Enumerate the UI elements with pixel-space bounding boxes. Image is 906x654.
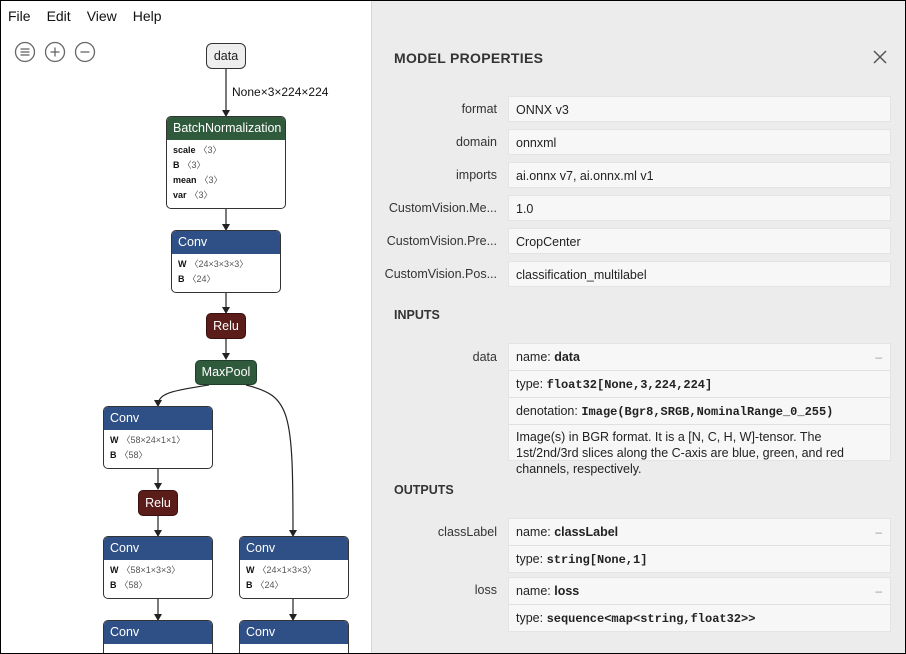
node-attr: B〈3〉 bbox=[173, 160, 206, 170]
prop-label-domain: domain bbox=[456, 135, 497, 149]
inputs-header: INPUTS bbox=[394, 308, 440, 322]
output-name-row: name: classLabel – bbox=[509, 519, 890, 546]
menu-view[interactable]: View bbox=[86, 8, 117, 24]
prop-value-imports: ai.onnx v7, ai.onnx.ml v1 bbox=[508, 162, 891, 188]
node-conv-1[interactable]: Conv W〈24×3×3×3〉 B〈24〉 bbox=[171, 230, 281, 293]
node-attr: var〈3〉 bbox=[173, 190, 213, 200]
prop-value-domain: onnxml bbox=[508, 129, 891, 155]
node-attr: B〈58〉 bbox=[110, 580, 148, 590]
node-attr: mean〈3〉 bbox=[173, 175, 223, 185]
node-title: BatchNormalization bbox=[167, 117, 285, 140]
node-title: Conv bbox=[104, 407, 212, 430]
prop-label-format: format bbox=[461, 102, 497, 116]
graph-toolbar bbox=[13, 40, 103, 64]
output-name-row: name: loss – bbox=[509, 578, 890, 605]
close-button[interactable] bbox=[870, 47, 890, 67]
edge-pool-conv2 bbox=[154, 384, 210, 407]
node-relu-1[interactable]: Relu bbox=[206, 313, 246, 339]
collapse-icon[interactable]: – bbox=[875, 350, 882, 364]
node-attr: W〈24×1×3×3〉 bbox=[246, 565, 317, 575]
node-title: Conv bbox=[172, 231, 280, 254]
node-attributes: W〈58×24×1×1〉 B〈58〉 bbox=[104, 430, 212, 466]
prop-label-customvision-preprocess: CustomVision.Pre... bbox=[386, 234, 497, 248]
input-shape-label: None×3×224×224 bbox=[232, 85, 329, 99]
node-attributes: scale〈3〉 B〈3〉 mean〈3〉 var〈3〉 bbox=[167, 140, 285, 206]
menu-help[interactable]: Help bbox=[132, 8, 162, 24]
node-attr: W〈24×3×3×3〉 bbox=[178, 259, 249, 269]
graph-input-label: data bbox=[213, 49, 239, 63]
node-batchnormalization[interactable]: BatchNormalization scale〈3〉 B〈3〉 mean〈3〉… bbox=[166, 116, 286, 209]
node-relu-2[interactable]: Relu bbox=[138, 490, 178, 516]
menu-edit[interactable]: Edit bbox=[46, 8, 71, 24]
input-data-box[interactable]: name: data – type: float32[None,3,224,22… bbox=[508, 343, 891, 476]
node-attr: B〈24〉 bbox=[246, 580, 284, 590]
panel-title: MODEL PROPERTIES bbox=[394, 50, 544, 66]
node-title: Conv bbox=[104, 621, 212, 644]
node-conv-5[interactable]: Conv bbox=[103, 620, 213, 653]
input-name-row: name: data – bbox=[509, 344, 890, 371]
graph-canvas[interactable]: data None×3×224×224 BatchNormalization s… bbox=[1, 31, 371, 653]
node-attributes: W〈58×1×3×3〉 B〈58〉 bbox=[104, 560, 212, 596]
zoom-out-icon[interactable] bbox=[73, 40, 97, 64]
node-attr: W〈58×1×3×3〉 bbox=[110, 565, 181, 575]
node-conv-6[interactable]: Conv bbox=[239, 620, 349, 653]
output-classlabel-box[interactable]: name: classLabel – type: string[None,1] bbox=[508, 518, 891, 573]
output-label-classlabel: classLabel bbox=[437, 525, 497, 539]
node-attr: B〈58〉 bbox=[110, 450, 148, 460]
output-type-row: type: string[None,1] bbox=[516, 552, 648, 567]
graph-input-node[interactable]: data bbox=[206, 43, 246, 69]
output-label-loss: loss bbox=[474, 583, 497, 597]
node-attr: W〈58×24×1×1〉 bbox=[110, 435, 186, 445]
close-icon bbox=[873, 50, 887, 64]
prop-value-customvision-metadata: 1.0 bbox=[508, 195, 891, 221]
node-attr: B〈24〉 bbox=[178, 274, 216, 284]
output-type-row: type: sequence<map<string,float32>> bbox=[516, 611, 756, 626]
prop-label-imports: imports bbox=[456, 168, 497, 182]
menu-bar: File Edit View Help bbox=[1, 1, 378, 31]
node-conv-3[interactable]: Conv W〈58×1×3×3〉 B〈58〉 bbox=[103, 536, 213, 599]
graph-edges bbox=[154, 69, 297, 621]
node-conv-4[interactable]: Conv W〈24×1×3×3〉 B〈24〉 bbox=[239, 536, 349, 599]
output-loss-box[interactable]: name: loss – type: sequence<map<string,f… bbox=[508, 577, 891, 632]
input-denotation-row: denotation: Image(Bgr8,SRGB,NominalRange… bbox=[509, 398, 890, 425]
edge-pool-conv4 bbox=[245, 384, 297, 537]
list-icon[interactable] bbox=[13, 40, 37, 64]
outputs-header: OUTPUTS bbox=[394, 483, 454, 497]
input-label-data: data bbox=[472, 350, 497, 364]
collapse-icon[interactable]: – bbox=[875, 584, 882, 598]
prop-value-format: ONNX v3 bbox=[508, 96, 891, 122]
input-description: Image(s) in BGR format. It is a [N, C, H… bbox=[516, 430, 844, 476]
prop-value-customvision-preprocess: CropCenter bbox=[508, 228, 891, 254]
prop-label-customvision-metadata: CustomVision.Me... bbox=[388, 201, 497, 215]
input-type-row: type: float32[None,3,224,224] bbox=[509, 371, 890, 398]
node-attributes: W〈24×3×3×3〉 B〈24〉 bbox=[172, 254, 280, 290]
model-properties-panel: MODEL PROPERTIES format ONNX v3 domain o… bbox=[371, 1, 905, 653]
node-attributes: W〈24×1×3×3〉 B〈24〉 bbox=[240, 560, 348, 596]
node-conv-2[interactable]: Conv W〈58×24×1×1〉 B〈58〉 bbox=[103, 406, 213, 469]
node-maxpool[interactable]: MaxPool bbox=[195, 360, 257, 385]
node-title: Conv bbox=[104, 537, 212, 560]
node-attr: scale〈3〉 bbox=[173, 145, 222, 155]
collapse-icon[interactable]: – bbox=[875, 525, 882, 539]
zoom-in-icon[interactable] bbox=[43, 40, 67, 64]
node-title: Conv bbox=[240, 621, 348, 644]
menu-file[interactable]: File bbox=[8, 8, 31, 24]
node-title: Conv bbox=[240, 537, 348, 560]
prop-label-customvision-postprocess: CustomVision.Pos... bbox=[384, 267, 497, 281]
prop-value-customvision-postprocess: classification_multilabel bbox=[508, 261, 891, 287]
